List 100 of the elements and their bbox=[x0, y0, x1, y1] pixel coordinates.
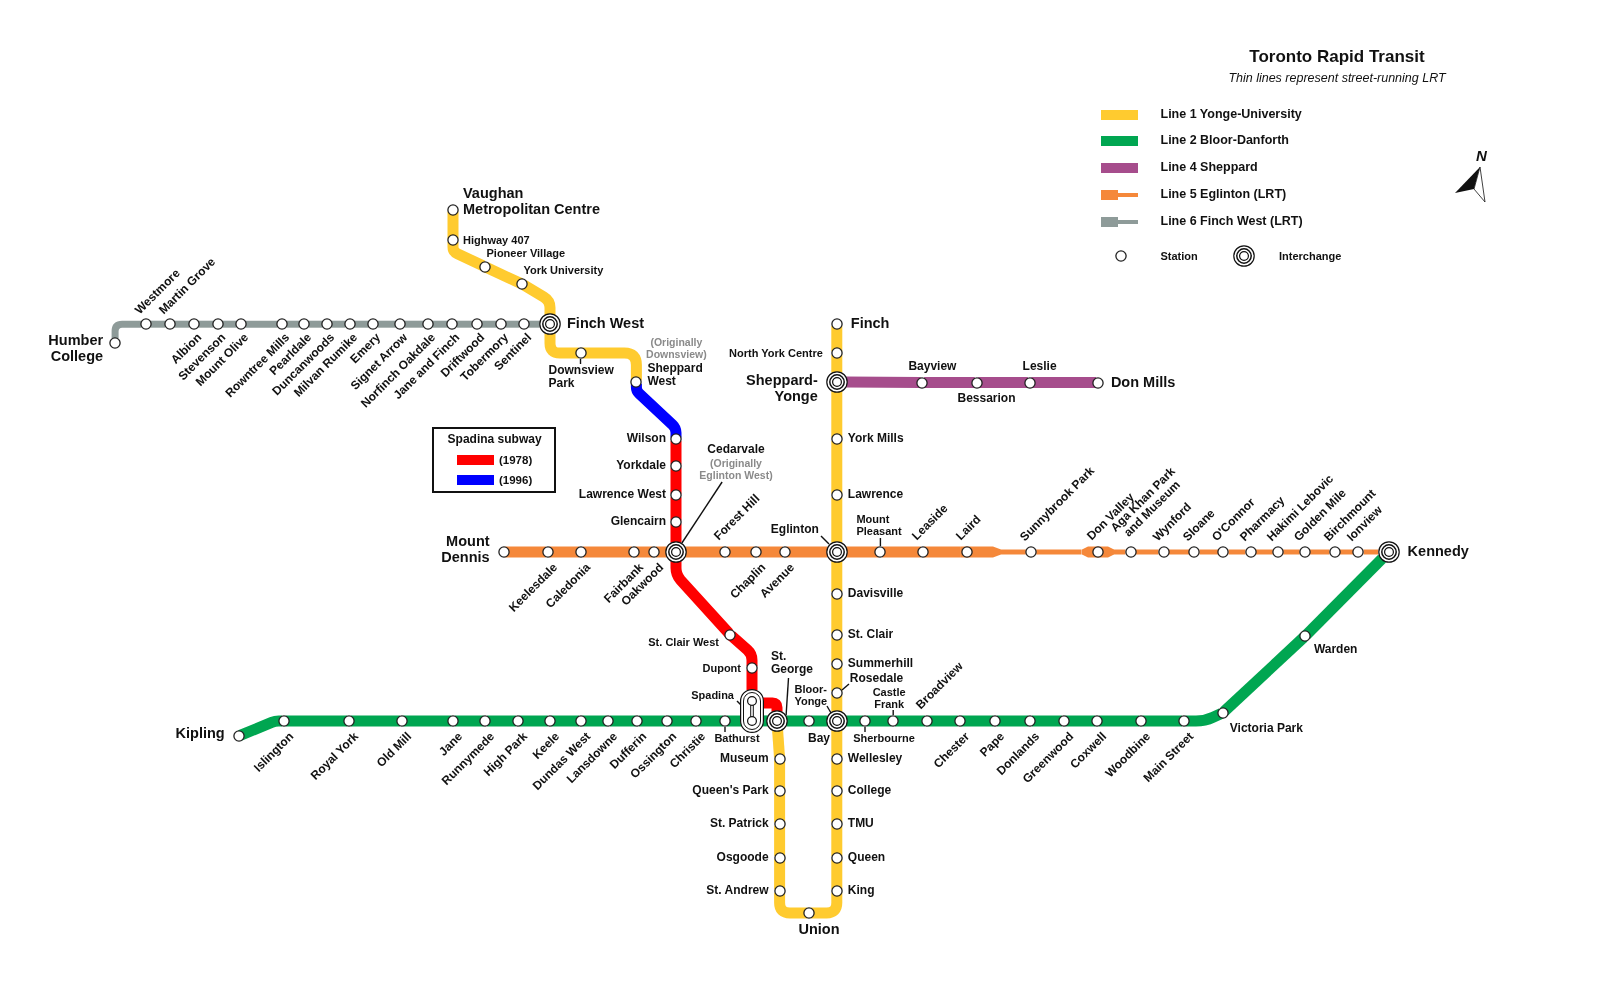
transit-line bbox=[831, 859, 843, 890]
transit-line bbox=[757, 546, 783, 558]
transit-line bbox=[447, 241, 486, 271]
legend-label: Line 6 Finch West (LRT) bbox=[1160, 215, 1303, 230]
transit-line bbox=[1113, 549, 1126, 555]
transit-line bbox=[521, 280, 556, 315]
station-name: Sherbourne bbox=[853, 732, 915, 745]
transit-line bbox=[774, 892, 808, 919]
transit-line bbox=[582, 347, 642, 381]
station-name: TMU bbox=[847, 817, 874, 831]
transit-line bbox=[404, 320, 424, 328]
transit-line bbox=[403, 715, 452, 727]
station-name: Castle Frank bbox=[872, 685, 906, 710]
transit-line bbox=[639, 715, 665, 727]
station-name: North York Centre bbox=[729, 346, 823, 360]
transit-line bbox=[1031, 377, 1097, 389]
station-name: Old Mill bbox=[373, 730, 414, 770]
transit-line bbox=[1220, 633, 1308, 716]
station-name: Osgoode bbox=[716, 851, 769, 865]
transit-line bbox=[670, 523, 682, 543]
legend-heading: Spadina subway bbox=[447, 432, 542, 447]
station-name: Wellesley bbox=[847, 752, 903, 766]
station-name: Sheppard West bbox=[647, 362, 703, 389]
station-name: Summerhill bbox=[847, 657, 914, 671]
transit-line bbox=[727, 546, 755, 558]
transit-line bbox=[831, 391, 843, 438]
station-name: Kennedy bbox=[1407, 544, 1469, 560]
station-name: Victoria Park bbox=[1229, 722, 1303, 736]
transit-line bbox=[924, 546, 961, 558]
station-name: Museum bbox=[719, 752, 769, 766]
transit-line bbox=[350, 715, 400, 727]
transit-line bbox=[245, 320, 278, 328]
transit-line bbox=[746, 669, 758, 691]
subtitle: Thin lines represent street-running LRT bbox=[1228, 71, 1446, 86]
station-name: Lawrence bbox=[847, 488, 904, 502]
station-name: Leslie bbox=[1022, 359, 1057, 373]
transit-line bbox=[549, 546, 580, 558]
station-note: (Originally Downsview) bbox=[646, 337, 707, 361]
transit-line bbox=[1031, 715, 1062, 727]
station-name: Yorkdale bbox=[616, 459, 666, 473]
transit-line bbox=[505, 320, 519, 328]
transit-line bbox=[1098, 715, 1140, 727]
station-name: Downsview Park bbox=[548, 364, 614, 391]
transit-line bbox=[174, 320, 190, 328]
transit-line bbox=[831, 441, 843, 494]
station-name: Dupont bbox=[702, 661, 741, 675]
transit-line bbox=[519, 715, 548, 727]
station-name: Warden bbox=[1313, 643, 1358, 657]
legend-label: Station bbox=[1160, 249, 1198, 262]
legend-label: Line 1 Yonge-University bbox=[1160, 108, 1302, 123]
transit-line bbox=[1199, 549, 1219, 555]
transit-line bbox=[831, 595, 843, 634]
station-name: Finch bbox=[850, 316, 890, 333]
transit-line bbox=[1065, 715, 1096, 727]
station-name: York University bbox=[523, 264, 604, 277]
station-name: Bayview bbox=[908, 359, 957, 373]
station-name: St. Clair bbox=[847, 628, 894, 642]
transit-line bbox=[222, 320, 237, 328]
transit-line bbox=[308, 320, 323, 328]
transit-line bbox=[1339, 549, 1354, 555]
leader-line bbox=[785, 677, 790, 716]
station-name: York Mills bbox=[847, 432, 904, 446]
transit-line bbox=[1310, 549, 1330, 555]
station-name: Humber College bbox=[48, 332, 104, 365]
station-name: Don Mills bbox=[1110, 374, 1176, 391]
transit-line bbox=[685, 546, 724, 558]
transit-line bbox=[454, 715, 484, 727]
transit-line bbox=[831, 792, 843, 823]
station-name: St. Clair West bbox=[648, 635, 719, 648]
transit-line bbox=[831, 760, 843, 790]
station-name: Mount Pleasant bbox=[856, 513, 902, 538]
transit-line bbox=[286, 320, 300, 328]
transit-line bbox=[551, 715, 579, 727]
station-name: Sheppard-Yonge bbox=[746, 373, 818, 405]
transit-line bbox=[831, 636, 843, 663]
transit-line bbox=[457, 320, 472, 328]
station-name: Rosedale bbox=[849, 672, 904, 686]
station-name: Mount Dennis bbox=[441, 534, 490, 566]
transit-line bbox=[447, 211, 459, 239]
map-title: Toronto Rapid Transit bbox=[1249, 47, 1425, 67]
transit-line bbox=[866, 715, 892, 727]
station-name: Finch West bbox=[567, 316, 645, 333]
transit-line bbox=[150, 320, 166, 328]
compass-letter: N bbox=[1476, 147, 1487, 165]
station-name: St. Patrick bbox=[709, 817, 769, 831]
transit-line bbox=[1142, 715, 1182, 727]
station-name: Glencairn bbox=[610, 515, 666, 529]
transit-line bbox=[582, 715, 607, 727]
transit-line bbox=[670, 441, 682, 465]
station-name: Bessarion bbox=[957, 391, 1016, 405]
transit-line bbox=[978, 377, 1028, 389]
transit-line bbox=[1228, 549, 1246, 555]
transit-line bbox=[198, 320, 214, 328]
legend-label: Line 2 Bloor-Danforth bbox=[1160, 134, 1289, 149]
station-name: Spadina bbox=[691, 688, 734, 701]
transit-line bbox=[831, 730, 843, 757]
transit-line bbox=[996, 715, 1029, 727]
transit-line bbox=[774, 825, 786, 856]
transit-line bbox=[331, 320, 345, 328]
legend-label: Line 4 Sheppard bbox=[1160, 161, 1258, 176]
